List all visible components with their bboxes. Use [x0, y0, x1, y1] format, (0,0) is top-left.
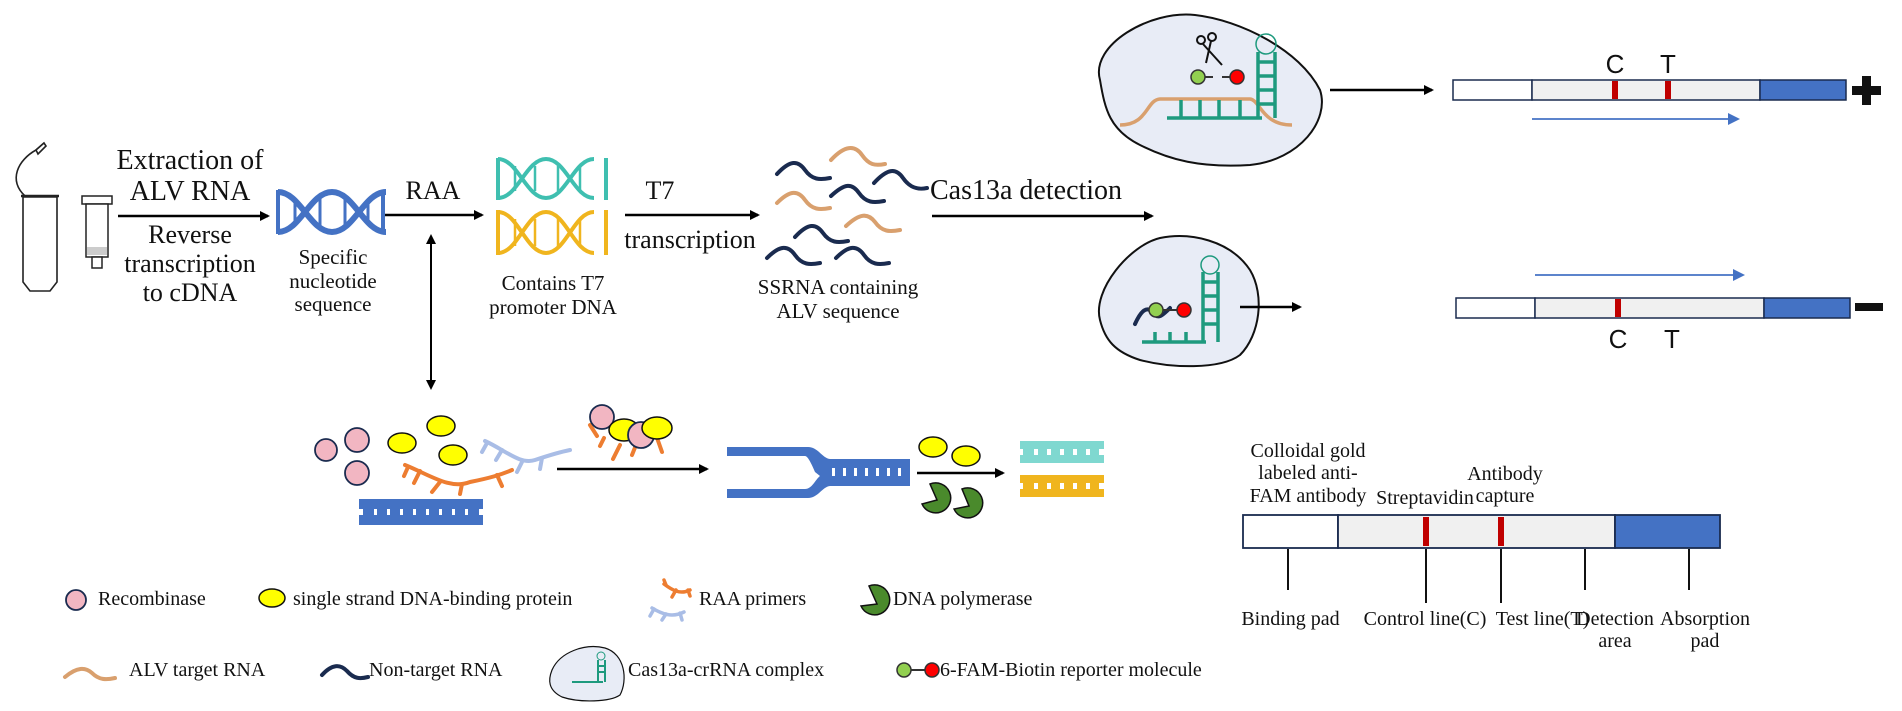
t7-dna-helix-yellow-icon	[496, 209, 608, 256]
specific-sequence-label: Specific nucleotide sequence	[278, 245, 388, 317]
recombinase-icon	[65, 589, 87, 611]
minus-sign-icon	[1855, 303, 1883, 311]
test-strip-diagram	[1242, 514, 1721, 603]
label-line: Reverse	[148, 220, 232, 249]
label-line: pad	[1690, 630, 1720, 653]
binding-pad	[1242, 514, 1339, 549]
ssb-and-polymerase-icon	[918, 436, 984, 519]
step-reverse-transcription-label: Reverse transcription to cDNA	[105, 220, 275, 307]
label-line: Colloidal gold	[1250, 440, 1366, 462]
legend-reporter-label: 6-FAM-Biotin reporter molecule	[940, 659, 1202, 681]
label-line: capture	[1475, 485, 1535, 508]
test-line-positive	[1665, 81, 1671, 99]
legend-alv-target-rna-label: ALV target RNA	[129, 659, 266, 681]
label-line: Detection	[1576, 608, 1654, 630]
detection-area-label: Detection area	[1570, 608, 1660, 653]
amplified-dna-icon	[1020, 441, 1104, 497]
label-line: Antibody	[1467, 463, 1543, 485]
control-line-negative	[1615, 299, 1621, 317]
cas13a-negative-complex-icon	[1097, 235, 1260, 368]
label-line: ALV sequence	[776, 298, 900, 323]
legend-cas13a-label: Cas13a-crRNA complex	[628, 659, 825, 681]
label-line: Contains T7	[501, 271, 605, 295]
legend-dna-polymerase-label: DNA polymerase	[893, 588, 1033, 610]
scissors-icon	[1196, 32, 1223, 66]
label-line: promoter DNA	[489, 294, 617, 319]
label-line: Specific	[298, 245, 368, 269]
step-extraction-label: Extraction of ALV RNA	[105, 145, 275, 208]
ssb-icon	[258, 588, 286, 608]
ssrna-label: SSRNA containing ALV sequence	[738, 275, 938, 323]
positive-test-strip	[1452, 76, 1881, 125]
fam-dot-icon	[1190, 69, 1206, 85]
cas13a-detection-label: Cas13a detection	[930, 175, 1123, 206]
alv-target-rna-icon	[63, 666, 117, 682]
legend-recombinase-label: Recombinase	[98, 588, 206, 610]
legend-ssb-label: single strand DNA-binding protein	[293, 588, 573, 610]
biotin-dot-icon	[1229, 69, 1245, 85]
cas13a-positive-complex-icon	[1097, 13, 1323, 167]
negative-t-label: T	[1664, 324, 1680, 354]
spin-column-icon	[81, 195, 113, 269]
binding-pad-label: Binding pad	[1241, 608, 1340, 630]
cas13a-crrna-complex-icon	[549, 646, 625, 702]
transcription-label: transcription	[624, 225, 756, 254]
t7-dna-helix-teal-icon	[496, 156, 608, 201]
legend-raa-primers-label: RAA primers	[699, 588, 807, 610]
label-line: Absorption	[1660, 608, 1750, 630]
raa-complex-icon	[588, 404, 673, 461]
label-line: area	[1598, 630, 1632, 653]
label-line: FAM antibody	[1249, 484, 1367, 507]
label-line: labeled anti-	[1258, 462, 1358, 485]
label-line: SSRNA containing	[757, 275, 919, 299]
label-line: to cDNA	[142, 278, 238, 308]
microcentrifuge-tube-icon	[15, 141, 59, 292]
control-line	[1423, 517, 1429, 546]
non-target-rna-icon	[320, 664, 370, 681]
label-line: nucleotide	[289, 268, 377, 293]
raa-label: RAA	[405, 176, 461, 205]
legend-non-target-rna-label: Non-target RNA	[369, 659, 503, 681]
positive-t-label: T	[1660, 49, 1676, 79]
detection-area	[1337, 514, 1616, 549]
strand-displacement-dna-icon	[727, 447, 910, 498]
t7-label: T7	[645, 176, 675, 205]
label-line: transcription	[124, 249, 256, 279]
streptavidin-label: Streptavidin	[1376, 487, 1474, 509]
legend-icons	[63, 578, 940, 702]
plus-sign-icon	[1852, 76, 1881, 105]
control-line-label: Control line(C)	[1363, 608, 1487, 630]
reporter-molecule-icon	[896, 662, 940, 678]
label-line: sequence	[294, 292, 372, 317]
control-line-positive	[1612, 81, 1618, 99]
ssrna-mixture-icon	[765, 146, 929, 266]
label-line: Extraction of	[116, 145, 264, 176]
negative-test-strip	[1455, 269, 1883, 319]
negative-c-label: C	[1608, 324, 1628, 354]
absorption-pad-label: Absorption pad	[1650, 608, 1760, 653]
conjugate-label: Colloidal gold labeled anti- FAM antibod…	[1233, 440, 1383, 507]
antibody-capture-label: Antibody capture	[1460, 463, 1550, 508]
t7-dna-label: Contains T7 promoter DNA	[478, 271, 628, 319]
raa-reaction-mix-icon	[314, 415, 572, 525]
test-line	[1498, 517, 1504, 546]
test-line-label: Test line(T)	[1495, 608, 1590, 630]
absorption-pad	[1614, 514, 1721, 549]
specific-dna-helix-icon	[276, 188, 387, 236]
label-line: ALV RNA	[129, 176, 251, 208]
dna-polymerase-icon	[859, 584, 891, 616]
positive-c-label: C	[1605, 49, 1625, 79]
raa-primers-icon	[648, 578, 692, 622]
